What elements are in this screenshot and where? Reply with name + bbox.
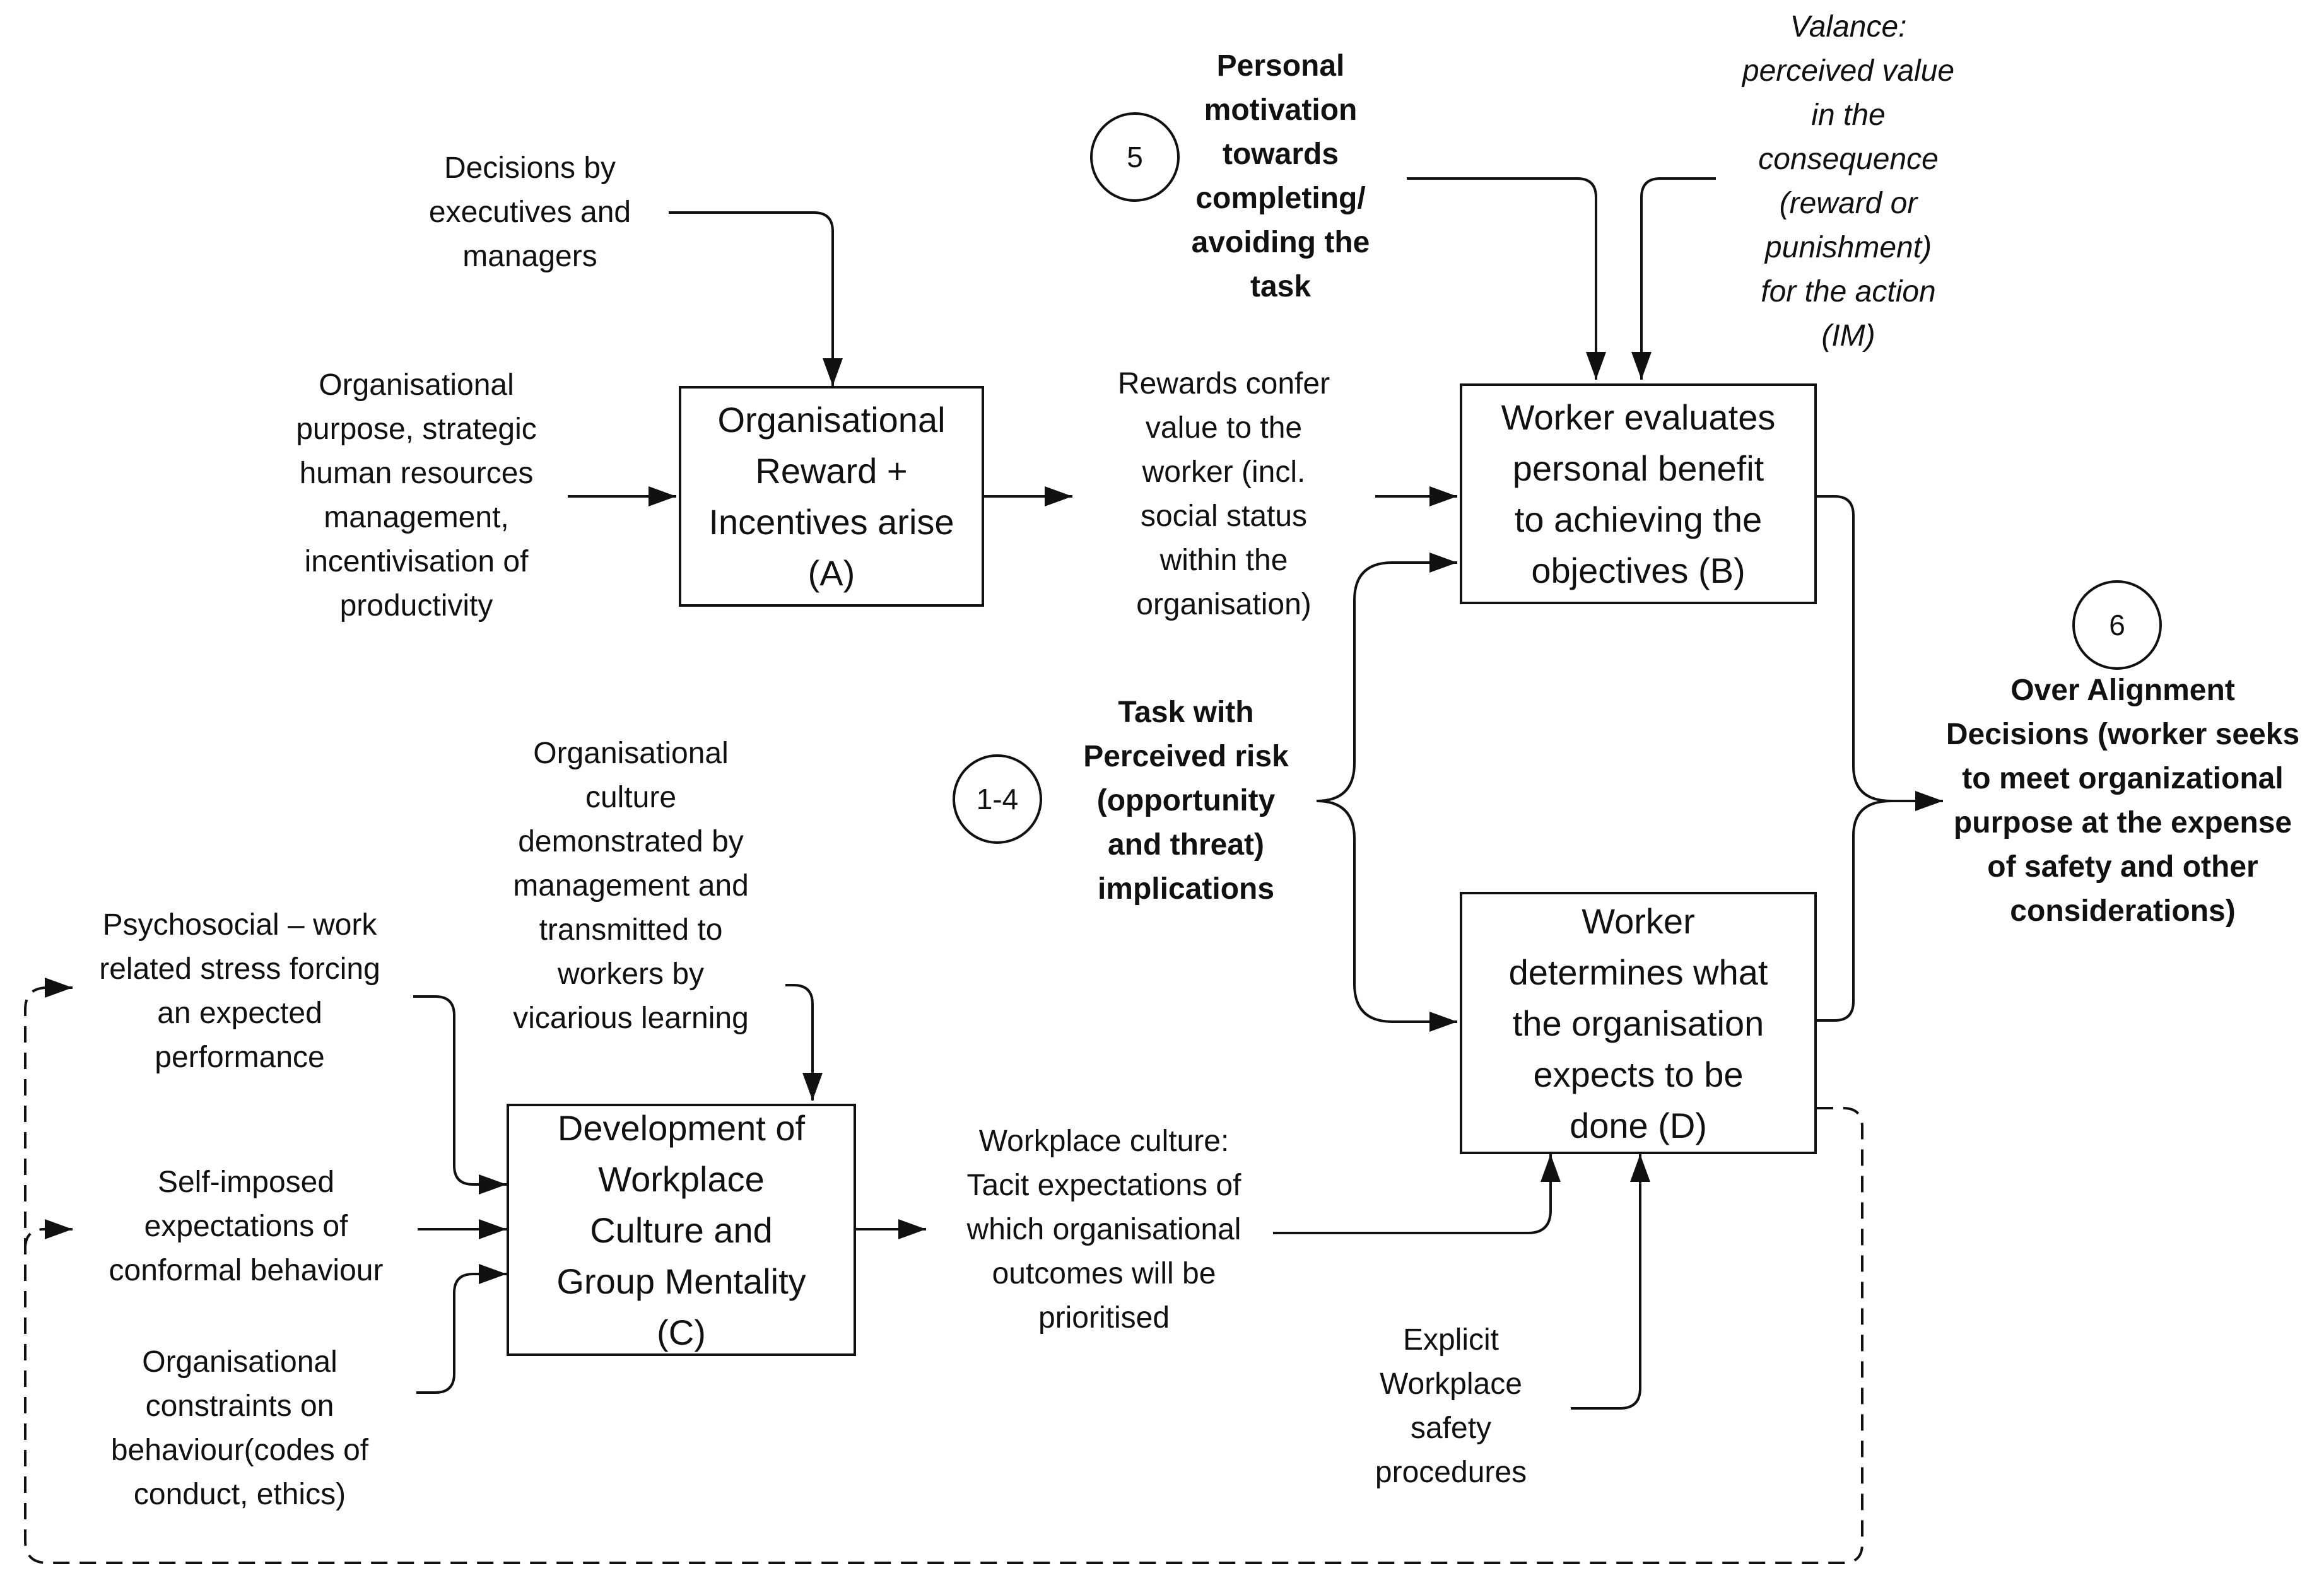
label-workplace-culture: Workplace culture: Tacit expectations of… (966, 1125, 1241, 1335)
label-rewards-value: Rewards confer value to the worker (incl… (1117, 367, 1330, 621)
label-purpose: Organisational purpose, strategic human … (296, 368, 537, 622)
arrow-explicit-to-determine (1571, 1154, 1650, 1410)
arrow-constraints-to-culture (416, 1264, 507, 1394)
label-task-risk: Task with Perceived risk (opportunity an… (1083, 696, 1289, 906)
marker-1-4: 1-4 (953, 754, 1042, 844)
arrow-workplace-to-determine (1273, 1154, 1561, 1234)
arrow-motivation-to-evaluate (1407, 177, 1606, 380)
box-culture: Development of Workplace Culture and Gro… (507, 1104, 856, 1356)
arrow-valance-to-evaluate (1631, 177, 1716, 380)
label-self-imposed: Self-imposed expectations of conformal b… (109, 1166, 384, 1287)
label-over-alignment: Over Alignment Decisions (worker seeks t… (1945, 674, 2300, 928)
box-determine: Worker determines what the organisation … (1460, 892, 1817, 1154)
label-constraints: Organisational constraints on behaviour(… (110, 1345, 369, 1511)
brace-outcome-upper (1817, 495, 1943, 811)
marker-5: 5 (1090, 112, 1180, 202)
label-explicit-procedures: Explicit Workplace safety procedures (1375, 1323, 1527, 1489)
label-psychosocial: Psychosocial – work related stress forci… (99, 908, 380, 1074)
label-org-culture: Organisational culture demonstrated by m… (513, 737, 749, 1035)
label-decisions: Decisions by executives and managers (428, 151, 631, 273)
arrow-orgculture-to-culture (785, 984, 823, 1101)
box-reward: Organisational Reward + Incentives arise… (679, 386, 984, 607)
brace-task-risk-lower (1316, 800, 1457, 1032)
arrow-decisions-to-reward (669, 211, 843, 386)
feedback-loop-branch (24, 1219, 73, 1249)
box-evaluate: Worker evaluates personal benefit to ach… (1460, 383, 1817, 604)
brace-task-risk (1316, 552, 1457, 802)
label-valance: Valance: perceived value in the conseque… (1742, 10, 1955, 353)
label-motivation: Personal motivation towards completing/ … (1191, 49, 1370, 303)
marker-6: 6 (2072, 580, 2162, 670)
arrow-psychosocial-to-culture (413, 995, 507, 1195)
brace-outcome-lower (1817, 800, 1892, 1022)
